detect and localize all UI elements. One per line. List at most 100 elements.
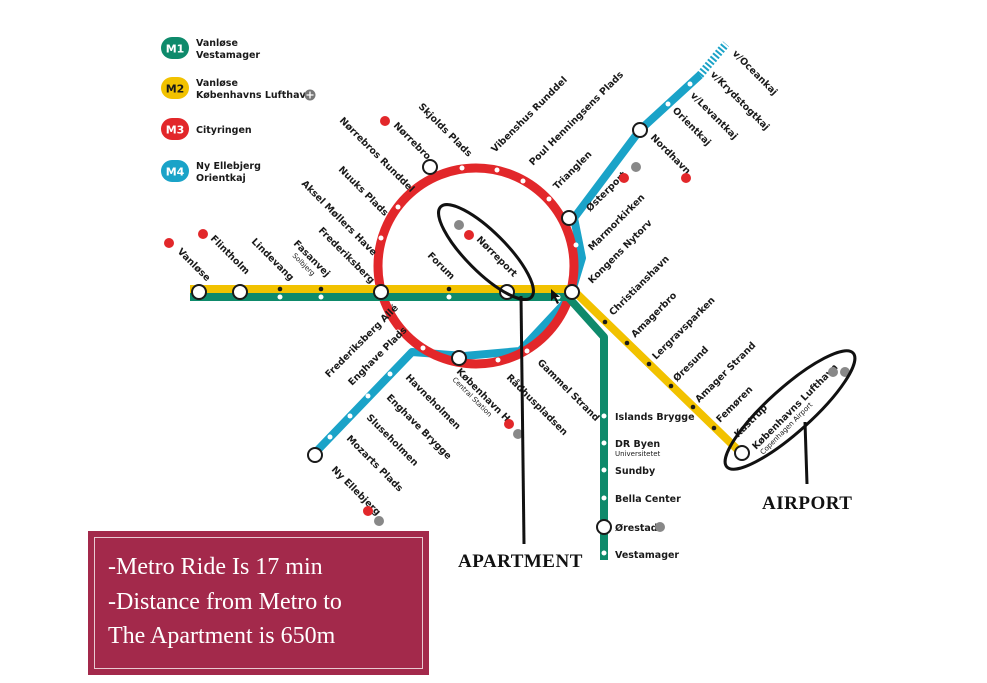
station-dot [573, 242, 579, 248]
station-dot [409, 178, 415, 184]
airplane-icon [828, 367, 838, 377]
metro-lines [190, 41, 743, 560]
info-box-border [94, 537, 423, 669]
station-label-trianglen: Trianglen [551, 149, 594, 192]
station-dot [524, 348, 530, 354]
station-label-flintholm: Flintholm [208, 233, 252, 277]
station-labels: Vanløse Flintholm Lindevang Fasanvej Sol… [164, 48, 850, 561]
station-dot [446, 294, 452, 300]
interchange-lufthavn [734, 445, 750, 461]
station-dots [277, 81, 693, 556]
station-label-sundby: Sundby [615, 466, 656, 477]
interchange-orestad [596, 519, 612, 535]
station-label-forum: Forum [425, 250, 457, 282]
interchange-skjolds [422, 159, 438, 175]
info-metro-ride: -Metro Ride Is 17 min [108, 554, 323, 580]
station-label-ny-ellebjerg: Ny Ellebjerg [329, 464, 383, 518]
station-dot [494, 167, 500, 173]
station-dot [602, 319, 608, 325]
s-train-icon [619, 173, 629, 183]
legend-m2-line2: Københavns Lufthavn [196, 90, 313, 101]
m3-badge-text: M3 [166, 124, 185, 137]
interchange-frederiksberg [373, 284, 389, 300]
interchange-nordhavn [632, 122, 648, 138]
s-train-icon [504, 419, 514, 429]
train-icon [454, 220, 464, 230]
info-box: -Metro Ride Is 17 min -Distance from Met… [88, 531, 429, 675]
station-dot [520, 178, 526, 184]
station-dot [665, 101, 671, 107]
station-label-enghave-brygge: Enghave Brygge [384, 392, 454, 462]
station-label-kobenhavn-h: København H [454, 366, 512, 424]
station-label-dr-byen: DR Byen [615, 439, 660, 450]
station-dot [395, 329, 401, 335]
station-label-oresund: Øresund [671, 344, 711, 384]
station-dot [381, 319, 387, 325]
s-train-icon [380, 116, 390, 126]
train-icon [655, 522, 665, 532]
station-dot [420, 345, 426, 351]
station-label-nordhavn: Nordhavn [648, 132, 693, 177]
s-train-icon [464, 230, 474, 240]
station-label-vestamager: Vestamager [615, 550, 679, 561]
station-dot [668, 383, 674, 389]
station-label-poul-henningsens-plads: Poul Henningsens Plads [527, 69, 626, 168]
train-icon [513, 429, 523, 439]
info-distance-line1: -Distance from Metro to [108, 589, 342, 615]
legend-m1-line1: Vanløse [196, 38, 238, 49]
m2-station-dots [277, 286, 717, 431]
apartment-highlight-ellipse [437, 203, 535, 301]
station-label-bella-center: Bella Center [615, 494, 681, 505]
info-distance-line2: The Apartment is 650m [108, 623, 336, 649]
cursor-icon [551, 289, 560, 304]
station-dot [347, 413, 353, 419]
station-label-nuuks-plads: Nuuks Plads [336, 164, 391, 219]
legend-m4-line2: Orientkaj [196, 173, 246, 184]
station-label-enghave-plads: Enghave Plads [346, 325, 409, 388]
m4-line-future [696, 41, 730, 78]
legend-m3-line1: Cityringen [196, 125, 252, 136]
station-dot [395, 204, 401, 210]
apartment-label: APARTMENT [458, 551, 583, 572]
airplane-icon [304, 89, 316, 101]
airport-pointer-line [803, 421, 809, 485]
interchange-flintholm [232, 284, 248, 300]
apartment-callout: APARTMENT [437, 203, 583, 572]
interchange-kongens-nytorv [564, 284, 580, 300]
legend-item-m1: M1 Vanløse Vestamager [161, 37, 260, 61]
station-label-orestad: Ørestad [615, 523, 658, 534]
airport-icons [828, 367, 850, 377]
station-dot [711, 425, 717, 431]
interchange-ny-ellebjerg [307, 447, 323, 463]
m2-badge [161, 77, 189, 99]
legend-item-m4: M4 Ny Ellebjerg Orientkaj [161, 160, 261, 184]
station-label-islands-brygge: Islands Brygge [615, 412, 695, 423]
station-dot [601, 440, 607, 446]
station-dot [365, 393, 371, 399]
train-icon [631, 162, 641, 172]
norreport-icons [454, 220, 474, 240]
train-icon [374, 516, 384, 526]
interchange-osterport [561, 210, 577, 226]
station-dot [601, 413, 607, 419]
station-dot [690, 404, 696, 410]
legend: M1 Vanløse Vestamager M2 Vanløse Københa… [161, 37, 316, 184]
m3-badge [161, 118, 189, 140]
s-train-icon [198, 229, 208, 239]
m4-badge [161, 160, 189, 182]
s-train-icon [164, 238, 174, 248]
station-dot [459, 165, 465, 171]
station-label-dr-byen-sub: Universitetet [615, 450, 661, 458]
m3-ring [373, 163, 579, 369]
station-dot [546, 196, 552, 202]
station-label-vanlose: Vanløse [175, 246, 212, 283]
station-dot [378, 235, 384, 241]
station-dot [446, 286, 452, 292]
station-dot [601, 467, 607, 473]
station-dot [495, 357, 501, 363]
s-train-icon [681, 173, 691, 183]
m1-badge [161, 37, 189, 59]
interchange-kobenhavn-h [451, 350, 467, 366]
m2-badge-text: M2 [166, 83, 185, 96]
